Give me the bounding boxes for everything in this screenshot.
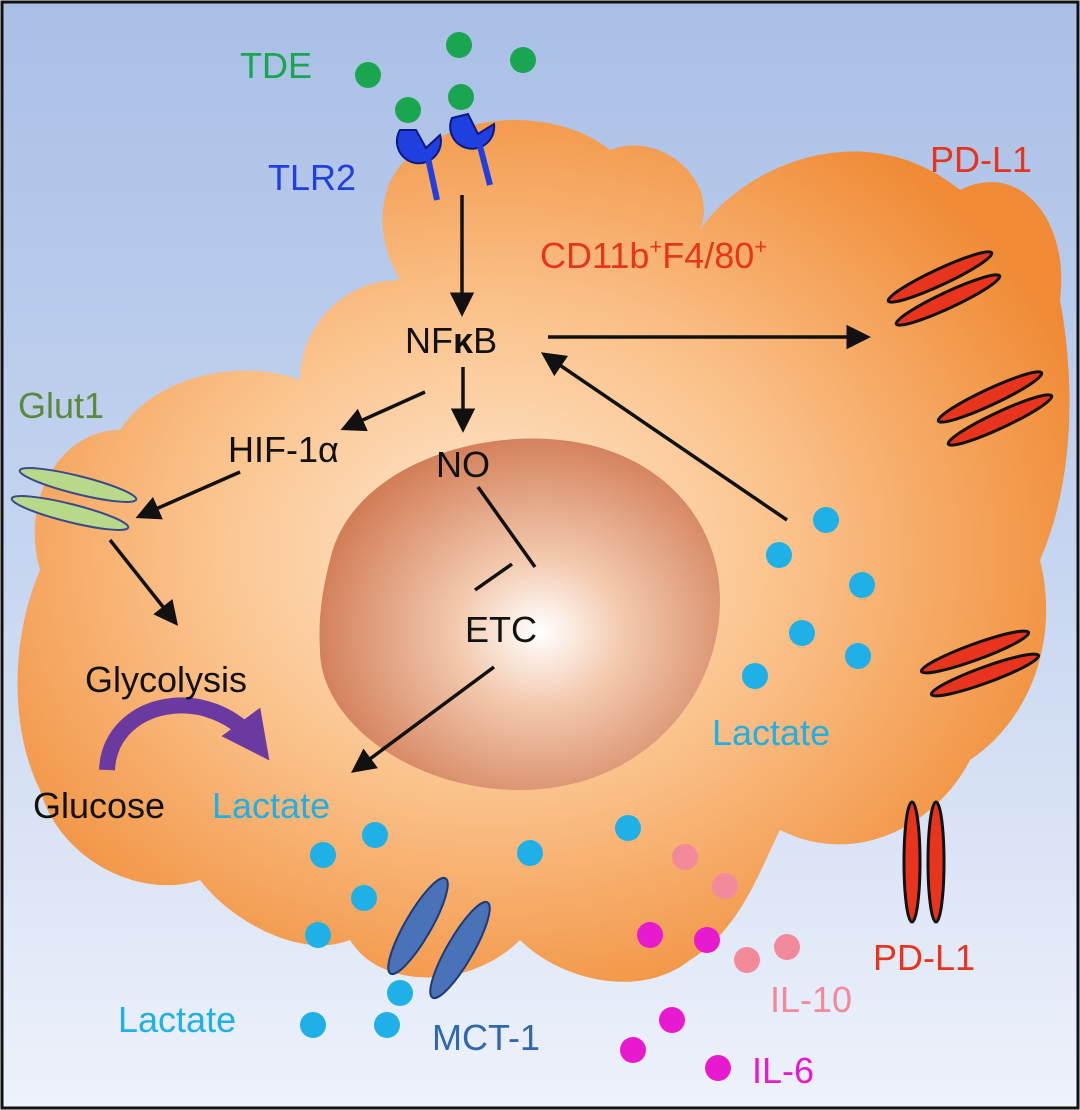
arrow-lactate-to-nfkb bbox=[540, 352, 788, 522]
arrow-nfkb-to-hif bbox=[340, 390, 426, 432]
lactate-particles-bottom bbox=[300, 815, 641, 1038]
label-glycolysis: Glycolysis bbox=[85, 659, 247, 700]
arrow-hif-to-glut1 bbox=[135, 470, 241, 520]
lactate-particles-right bbox=[742, 507, 875, 689]
label-cd11b-f480: CD11b+F4/80+ bbox=[540, 234, 767, 276]
label-lactate-right: Lactate bbox=[712, 712, 830, 753]
label-pdl1-bottom: PD-L1 bbox=[873, 937, 975, 978]
glycolysis-curved-arrow bbox=[99, 697, 270, 771]
label-glucose: Glucose bbox=[33, 785, 165, 826]
label-etc: ETC bbox=[465, 609, 537, 650]
nucleus bbox=[319, 438, 720, 790]
label-glut1: Glut1 bbox=[18, 385, 104, 426]
label-il10: IL-10 bbox=[770, 979, 852, 1020]
inhibit-no-to-etc bbox=[476, 485, 537, 569]
glut1-transporter-icon bbox=[10, 467, 138, 531]
tlr2-receptor-icon bbox=[395, 112, 496, 201]
label-no: NO bbox=[436, 444, 490, 485]
arrow-glut1-to-glycolysis bbox=[108, 538, 179, 626]
tde-particles bbox=[355, 32, 536, 123]
inhibit-bar bbox=[473, 562, 514, 592]
label-hif1a: HIF-1α bbox=[228, 429, 339, 470]
label-pdl1-top: PD-L1 bbox=[930, 139, 1032, 180]
label-tde: TDE bbox=[240, 45, 312, 86]
il10-particles bbox=[672, 844, 800, 973]
pathway-arrows bbox=[108, 195, 871, 773]
arrow-etc-to-lactate bbox=[351, 665, 496, 773]
label-lactate-inner: Lactate bbox=[212, 785, 330, 826]
label-mct1: MCT-1 bbox=[432, 1017, 540, 1058]
label-tlr2: TLR2 bbox=[268, 157, 356, 198]
label-lactate-bottom: Lactate bbox=[118, 999, 236, 1040]
mct1-transporter-icon bbox=[387, 876, 491, 1000]
label-nfkb: NFκB bbox=[405, 320, 497, 361]
il6-particles bbox=[620, 922, 731, 1081]
label-il6: IL-6 bbox=[752, 1050, 814, 1091]
pdl1-receptors-icon bbox=[886, 250, 1054, 924]
